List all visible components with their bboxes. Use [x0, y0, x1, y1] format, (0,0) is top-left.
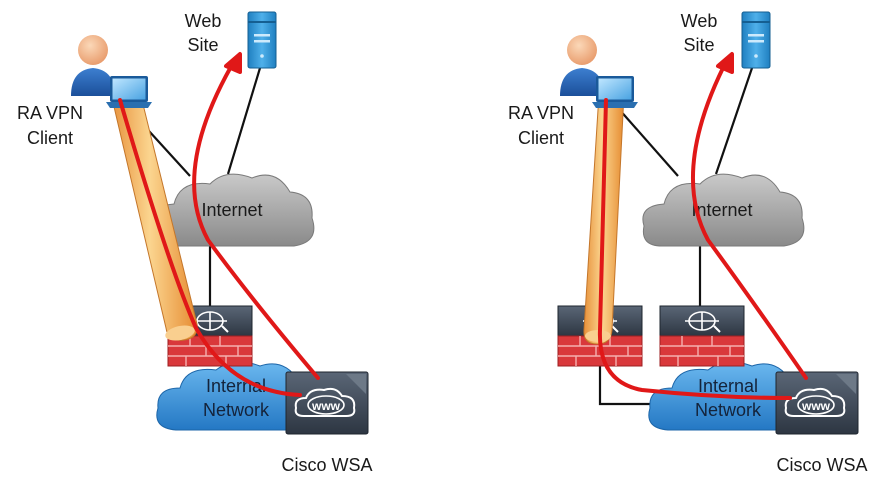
client-label-line2: Client — [27, 128, 73, 148]
server-icon — [741, 11, 771, 69]
wsa-label: Cisco WSA — [776, 455, 867, 475]
traffic-path — [597, 52, 808, 400]
www-label: www — [311, 399, 341, 413]
internal-network-cloud: Internal Network — [648, 361, 815, 431]
internet-label: Internet — [201, 200, 262, 220]
firewall-icon — [659, 305, 745, 367]
wsa-appliance-icon: www — [285, 371, 369, 435]
client-label-line1: RA VPN — [508, 103, 574, 123]
left-diagram: Internet Internal Network www — [17, 11, 373, 475]
internal-label-line1: Internal — [698, 376, 758, 396]
laptop-icon — [592, 76, 638, 108]
labels: Web Site RA VPN Client Cisco WSA — [508, 11, 868, 475]
web-site-label-line1: Web — [681, 11, 718, 31]
traffic-path — [118, 52, 320, 397]
right-diagram: Internet Internal Network www — [508, 11, 868, 475]
web-site-label-line1: Web — [185, 11, 222, 31]
wsa-appliance-icon: www — [775, 371, 859, 435]
client-label-line2: Client — [518, 128, 564, 148]
client-label-line1: RA VPN — [17, 103, 83, 123]
internal-label-line2: Network — [203, 400, 270, 420]
internet-cloud: Internet — [152, 173, 315, 247]
labels: Web Site RA VPN Client Cisco WSA — [17, 11, 373, 475]
internal-label-line2: Network — [695, 400, 762, 420]
laptop-icon — [106, 76, 152, 108]
internet-label: Internet — [691, 200, 752, 220]
web-site-label-line2: Site — [187, 35, 218, 55]
www-label: www — [801, 399, 831, 413]
server-icon — [247, 11, 277, 69]
web-site-label-line2: Site — [683, 35, 714, 55]
internet-cloud: Internet — [642, 173, 805, 247]
links — [598, 67, 754, 406]
wsa-label: Cisco WSA — [281, 455, 372, 475]
user-icon — [71, 35, 115, 96]
